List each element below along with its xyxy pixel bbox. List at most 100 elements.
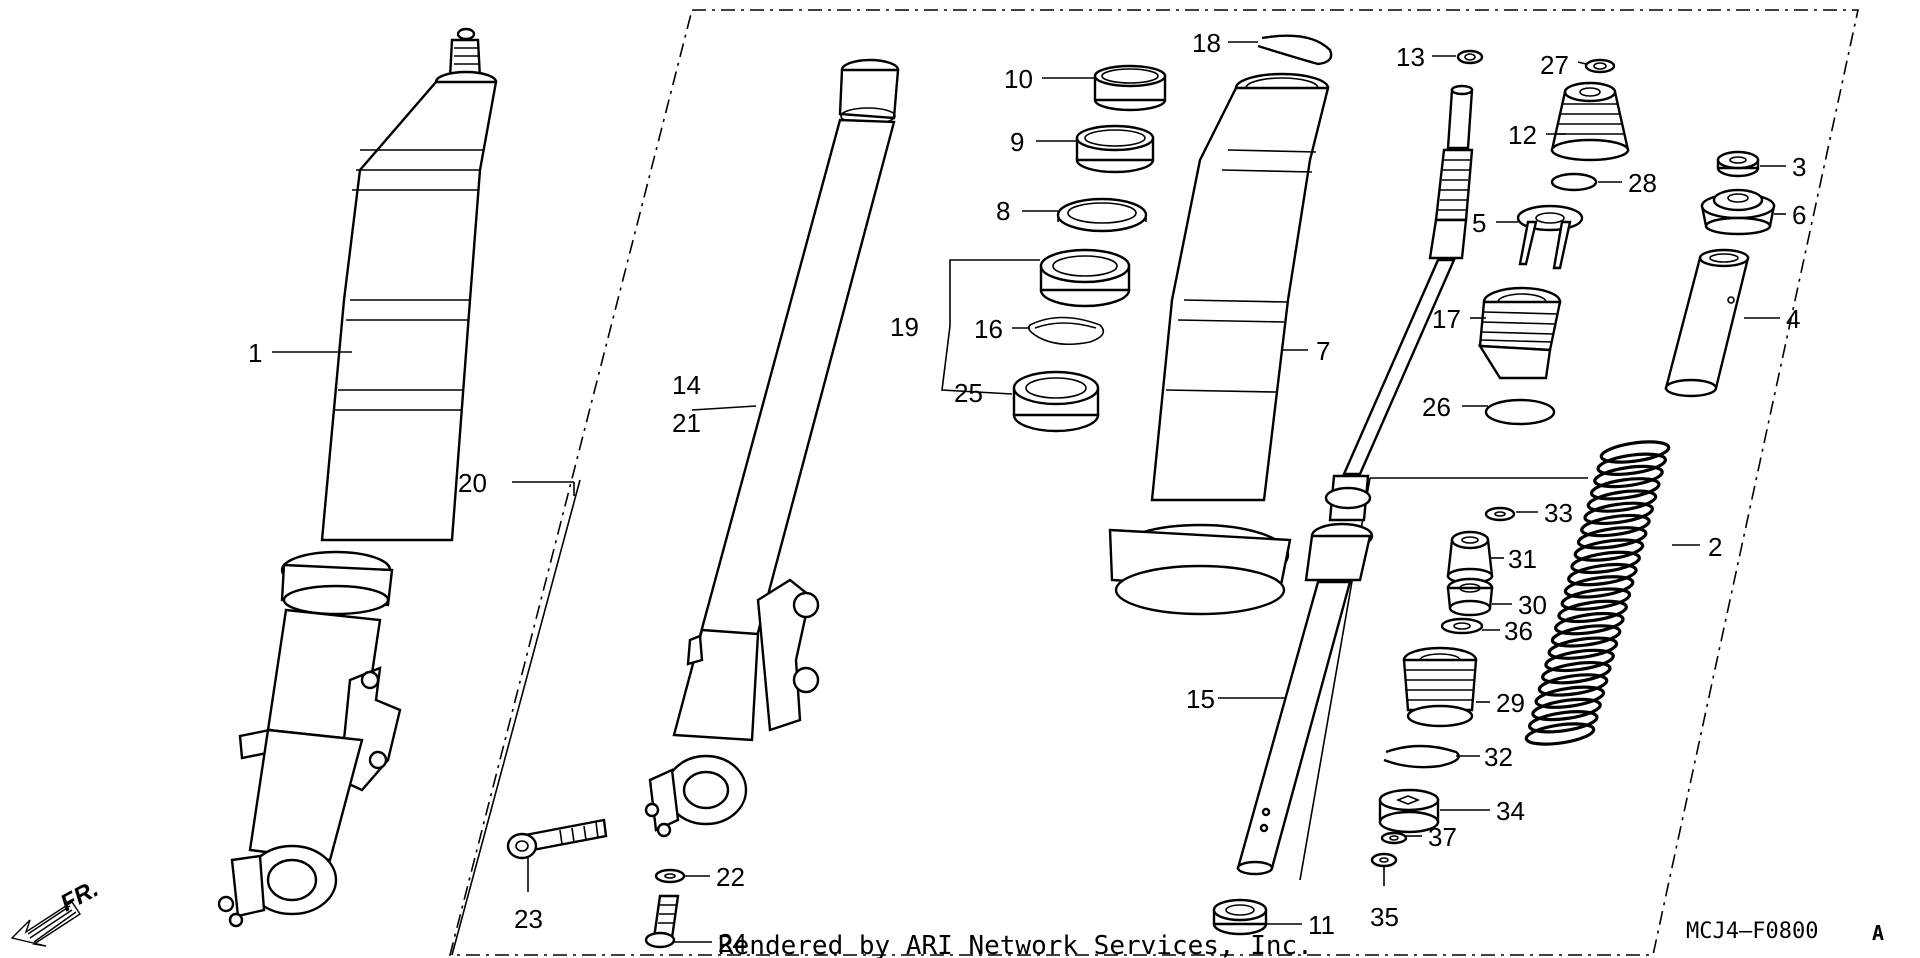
callout-23: 23 [514,904,543,934]
spring-coil [1599,440,1671,464]
bolt-23 [506,818,608,860]
callout-21: 21 [672,408,701,438]
callout-30: 30 [1518,590,1547,620]
washer-22 [654,868,686,884]
spring-coil [1537,673,1609,697]
spring-coil [1557,599,1628,624]
spring-coil [1547,636,1619,660]
callout-4: 4 [1786,304,1800,334]
washer-36 [1440,617,1484,635]
washer-3 [1716,150,1760,178]
callout-35: 35 [1370,902,1399,932]
spring-coil [1550,624,1622,648]
front-direction-arrow: FR. [10,875,103,947]
nut-12 [1550,81,1630,162]
spring-coil [1527,710,1599,734]
fork-assembly-part [217,27,498,928]
ring-32 [1383,744,1460,769]
drawing-code: MCJ4—F0800 [1686,919,1818,944]
spring-coil [1580,513,1651,538]
clip-16 [1027,316,1105,346]
bushing-10 [1093,64,1167,112]
callout-15: 15 [1186,684,1215,714]
washer-8 [1056,197,1148,233]
callout-29: 29 [1496,688,1525,718]
spring-coil [1524,722,1596,746]
callout-27: 27 [1540,50,1569,80]
washer-37 [1380,831,1408,845]
spring-coil [1589,477,1661,501]
callout-34: 34 [1496,796,1525,826]
dust-seal-25 [1012,370,1100,433]
callout-18: 18 [1192,28,1221,58]
snap-ring-18 [1257,34,1333,66]
callout-36: 36 [1504,616,1533,646]
bolt-24 [644,894,680,949]
clip-5 [1516,204,1584,270]
spring-coil [1576,526,1648,550]
spring-coil [1570,550,1641,575]
callout-11: 11 [1308,910,1335,940]
nut-34 [1378,788,1440,834]
callout-33: 33 [1544,498,1573,528]
callout-16: 16 [974,314,1003,344]
spring-coil [1596,452,1668,476]
o-ring-28 [1550,172,1598,192]
callout-9: 9 [1010,127,1024,157]
callout-31: 31 [1508,544,1537,574]
callout-5: 5 [1472,208,1486,238]
callout-2: 2 [1708,532,1722,562]
outer-tube-part [644,58,900,838]
callout-22: 22 [716,862,745,892]
spacer-pipe-4 [1664,248,1750,398]
callout-26: 26 [1422,392,1451,422]
callout-19: 19 [890,312,919,342]
callout-12: 12 [1508,120,1537,150]
fork-tube-7 [1108,72,1330,616]
washer-33 [1484,506,1516,522]
piece-11 [1212,898,1268,936]
callout-28: 28 [1628,168,1657,198]
spring-coil [1593,464,1664,489]
spring-coil [1563,575,1635,599]
callout-17: 17 [1432,304,1461,334]
spring-seat-17 [1477,286,1562,380]
bushing-9 [1075,124,1155,174]
piece-30 [1446,577,1494,617]
spring-coil [1531,697,1602,722]
callout-1: 1 [248,338,262,368]
washer-27 [1584,58,1616,74]
callout-24: 24 [718,928,747,958]
spring-coil [1541,661,1612,685]
leader-lines [272,41,1786,956]
spring-coil [1586,489,1658,513]
callout-6: 6 [1792,200,1806,230]
oil-seal-19 [1039,248,1131,308]
callout-labels: 1 2 3 4 5 6 7 8 9 10 11 12 13 14 15 16 1… [248,28,1806,958]
spring-coil [1560,587,1632,611]
callout-32: 32 [1484,742,1513,772]
o-ring-26 [1484,398,1556,426]
callout-25: 25 [954,378,983,408]
spring-coil [1583,501,1654,525]
callout-13: 13 [1396,42,1425,72]
spring-coil [1554,611,1625,636]
spring-coil [1573,538,1645,562]
clip-13 [1456,49,1484,65]
spring-coil [1567,562,1638,587]
callout-20: 20 [458,468,487,498]
piston-29 [1402,646,1478,728]
callout-7: 7 [1316,336,1330,366]
callout-10: 10 [1004,64,1033,94]
cap-6 [1700,188,1776,236]
callout-37: 37 [1428,822,1457,852]
drawing-suffix: A [1872,921,1884,945]
damper-rod-15 [1236,84,1474,876]
assembly-boundary [448,9,1859,956]
callout-8: 8 [996,196,1010,226]
spring-coil [1544,648,1615,673]
fork-spring-2 [1524,440,1671,746]
washer-35 [1370,852,1398,868]
callout-14: 14 [672,370,701,400]
